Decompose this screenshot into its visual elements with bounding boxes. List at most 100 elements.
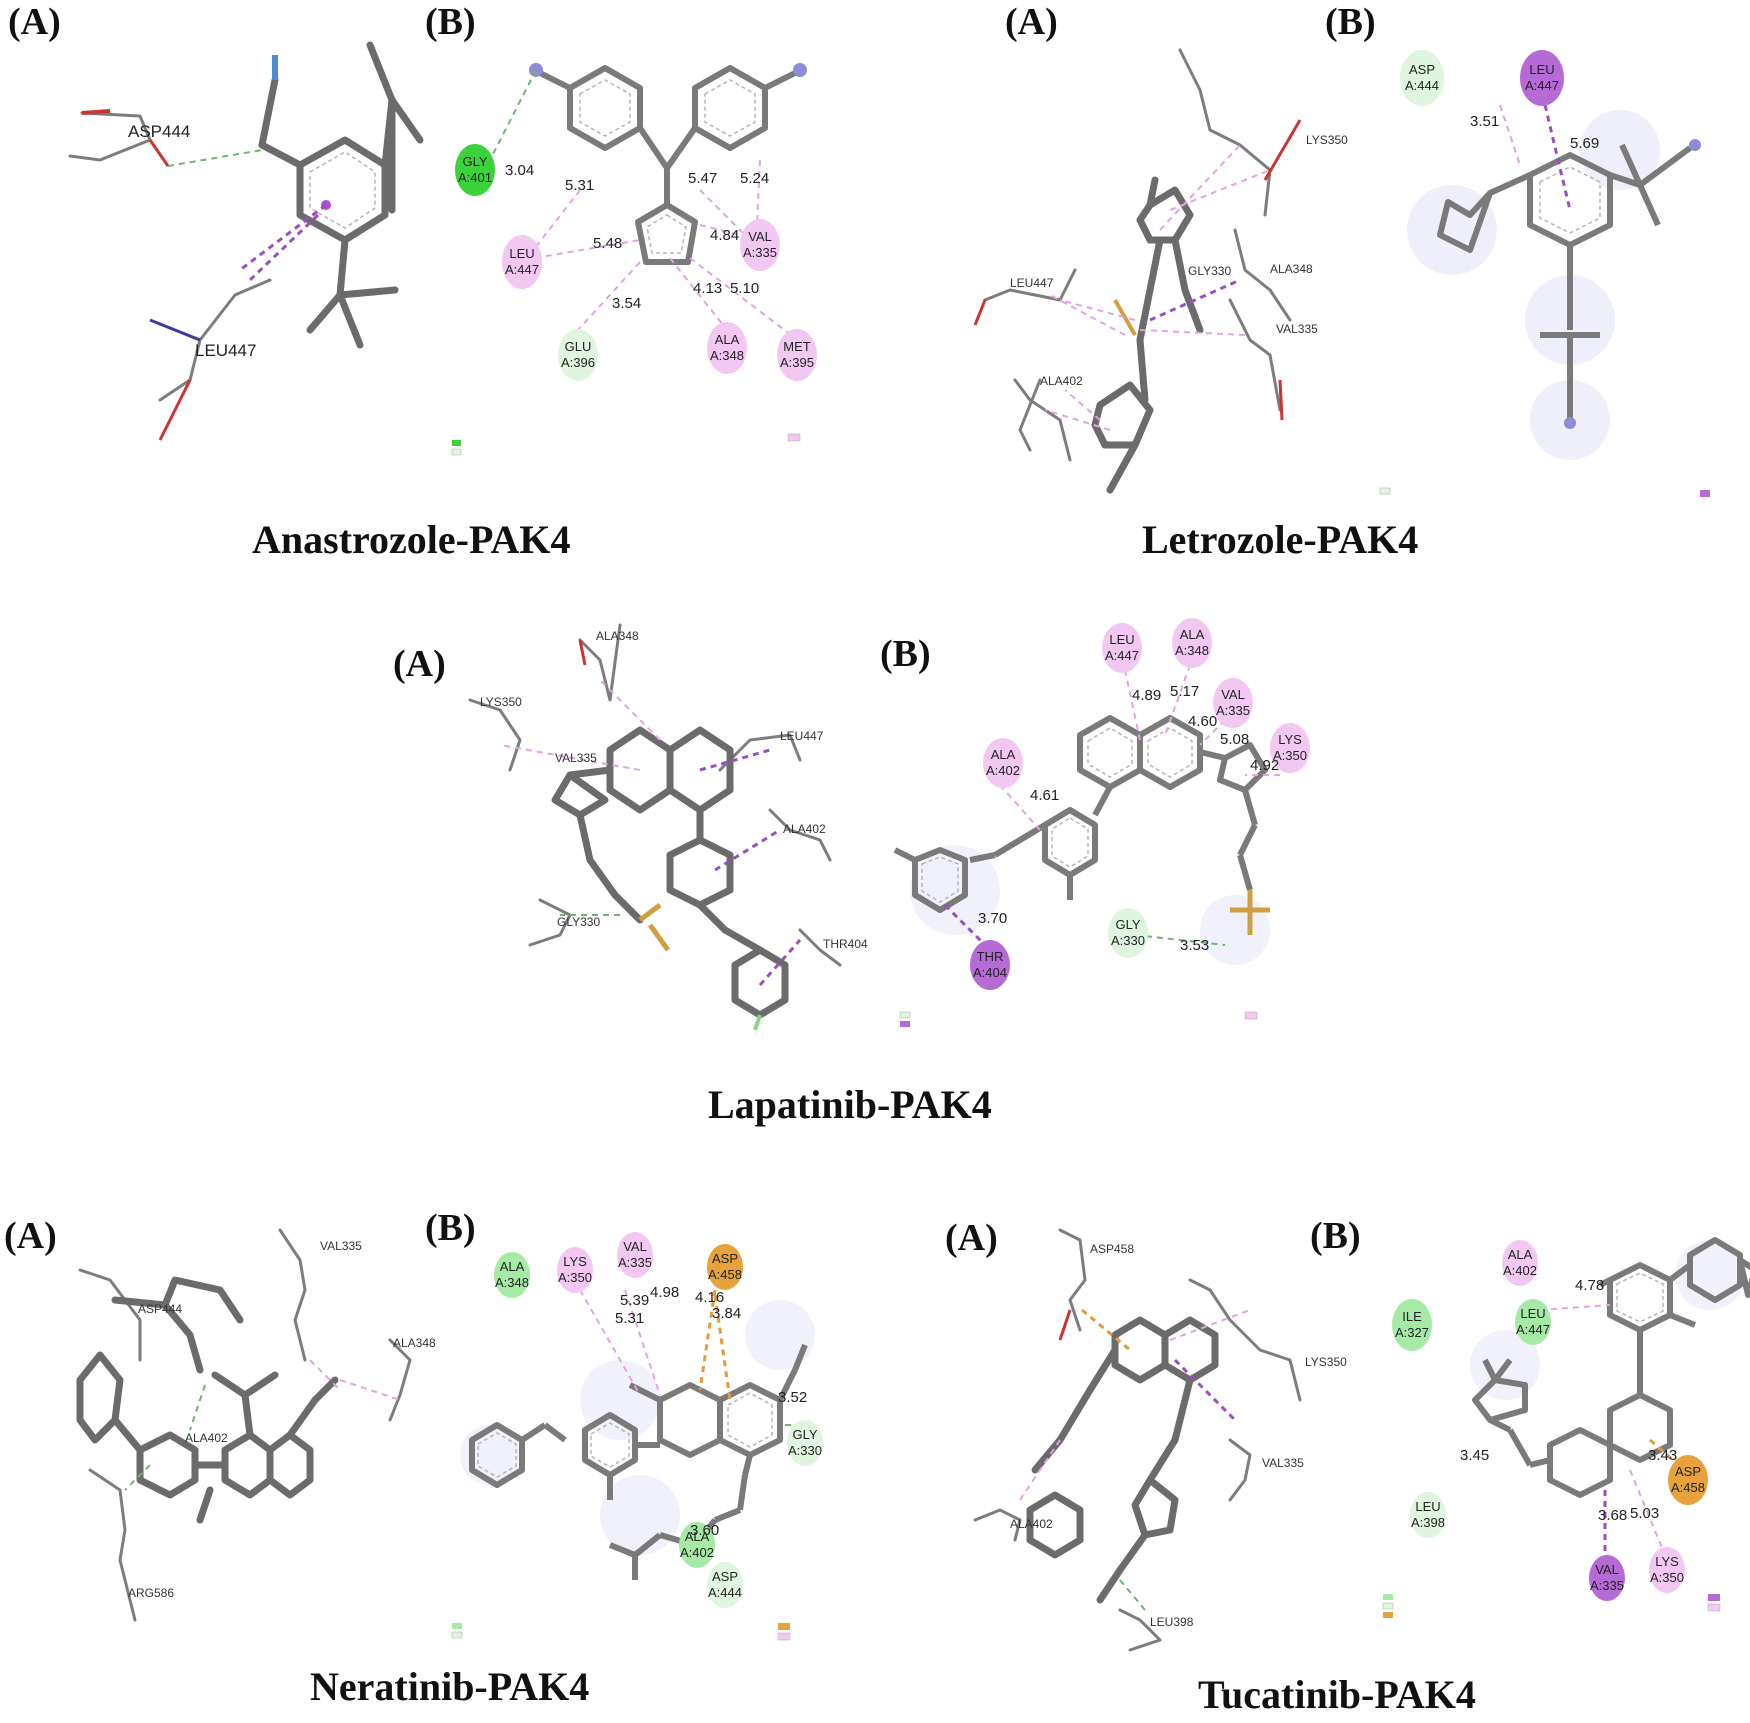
tucatinib-3d-label-asp458: ASP458 xyxy=(1090,1242,1134,1256)
lapatinib-3d-label-val335: VAL335 xyxy=(555,751,597,765)
svg-text:LYS: LYS xyxy=(563,1254,587,1269)
letrozole-panel-b-label: (B) xyxy=(1325,1,1376,43)
lapatinib-2d-disc-leu447: LEU A:447 xyxy=(1102,623,1142,673)
lapatinib-2d-disc-thr404: THR A:404 xyxy=(970,940,1010,990)
svg-text:MET: MET xyxy=(783,339,811,354)
svg-text:A:402: A:402 xyxy=(1503,1263,1537,1278)
svg-text:A:458: A:458 xyxy=(1671,1480,1705,1495)
anastrozole-2d-disc-glu396: GLU A:396 xyxy=(558,329,598,381)
letrozole-3d-label-ala402: ALA402 xyxy=(1040,374,1083,388)
svg-text:ASP: ASP xyxy=(712,1251,738,1266)
tucatinib-panel-b-label: (B) xyxy=(1310,1215,1361,1257)
svg-text:A:335: A:335 xyxy=(618,1255,652,1270)
neratinib-dist-4: 3.84 xyxy=(712,1305,741,1322)
lapatinib-2d-disc-gly330: GLY A:330 xyxy=(1108,908,1148,958)
letrozole-3d-label-leu447: LEU447 xyxy=(1010,276,1054,290)
svg-text:LEU: LEU xyxy=(1520,1306,1545,1321)
neratinib-3d-label-asp444: ASP444 xyxy=(138,1302,182,1316)
tucatinib-2d-disc-ile327: ILE A:327 xyxy=(1392,1299,1432,1351)
anastrozole-dist-5: 5.48 xyxy=(593,235,622,252)
lapatinib-3d-label-ala348: ALA348 xyxy=(596,629,639,643)
anastrozole-2d-disc-leu447: LEU A:447 xyxy=(502,235,542,289)
svg-text:A:404: A:404 xyxy=(973,965,1007,980)
svg-text:VAL: VAL xyxy=(748,229,772,244)
neratinib-2d-disc-ala402: ALA A:402 xyxy=(679,1522,715,1568)
caption-tucatinib: Tucatinib-PAK4 xyxy=(1198,1672,1476,1717)
lapatinib-dist-1: 4.89 xyxy=(1132,687,1161,704)
letrozole-dist-2: 5.69 xyxy=(1570,135,1599,152)
neratinib-2d-diagram xyxy=(460,1289,815,1580)
letrozole-2d-disc-asp444: ASP A:444 xyxy=(1400,50,1444,106)
svg-text:LEU: LEU xyxy=(1109,632,1134,647)
tucatinib-2d-disc-ala402: ALA A:402 xyxy=(1502,1240,1538,1286)
anastrozole-2d-disc-met395: MET A:395 xyxy=(777,329,817,381)
tucatinib-2d-disc-lys350: LYS A:350 xyxy=(1649,1547,1685,1593)
lapatinib-dist-2: 5.17 xyxy=(1170,683,1199,700)
lapatinib-2d-disc-ala402: ALA A:402 xyxy=(983,738,1023,788)
anastrozole-3d-label-asp444: ASP444 xyxy=(128,122,190,141)
tucatinib-dist-1: 4.78 xyxy=(1575,1277,1604,1294)
svg-text:ILE: ILE xyxy=(1402,1309,1422,1324)
lapatinib-3d-label-thr404: THR404 xyxy=(823,937,868,951)
svg-text:A:335: A:335 xyxy=(1216,703,1250,718)
svg-text:LYS: LYS xyxy=(1655,1554,1679,1569)
svg-text:ALA: ALA xyxy=(500,1259,525,1274)
neratinib-dist-7: 3.60 xyxy=(690,1522,719,1539)
tucatinib-2d-legend xyxy=(1382,1594,1721,1618)
neratinib-3d-view: VAL335 ASP444 ALA348 ALA402 ARG586 xyxy=(76,1228,436,1622)
lapatinib-dist-7: 3.70 xyxy=(978,910,1007,927)
svg-text:A:335: A:335 xyxy=(743,245,777,260)
neratinib-2d-disc-lys350: LYS A:350 xyxy=(557,1247,593,1293)
neratinib-2d-disc-ala348: ALA A:348 xyxy=(494,1252,530,1298)
svg-text:LEU: LEU xyxy=(509,246,534,261)
lapatinib-2d-diagram xyxy=(893,664,1280,965)
letrozole-2d-diagram xyxy=(1407,104,1701,460)
lapatinib-3d-label-lys350: LYS350 xyxy=(480,695,522,709)
lapatinib-panel-b-label: (B) xyxy=(880,633,931,675)
anastrozole-dist-2: 5.31 xyxy=(565,177,594,194)
neratinib-3d-label-ala402: ALA402 xyxy=(185,1431,228,1445)
tucatinib-dist-4: 3.68 xyxy=(1598,1507,1627,1524)
anastrozole-dist-1: 3.04 xyxy=(505,162,534,179)
anastrozole-2d-disc-ala348: ALA A:348 xyxy=(707,322,747,374)
letrozole-3d-label-ala348: ALA348 xyxy=(1270,262,1313,276)
caption-neratinib: Neratinib-PAK4 xyxy=(310,1664,589,1709)
svg-text:LEU: LEU xyxy=(1529,62,1554,77)
svg-text:A:444: A:444 xyxy=(1405,78,1439,93)
letrozole-3d-label-gly330: GLY330 xyxy=(1188,264,1231,278)
caption-letrozole: Letrozole-PAK4 xyxy=(1142,517,1418,562)
anastrozole-dist-4: 5.24 xyxy=(740,170,769,187)
neratinib-3d-label-val335: VAL335 xyxy=(320,1239,362,1253)
neratinib-2d-disc-asp444: ASP A:444 xyxy=(707,1562,743,1608)
svg-text:A:447: A:447 xyxy=(1105,648,1139,663)
svg-text:A:396: A:396 xyxy=(561,355,595,370)
svg-text:LYS: LYS xyxy=(1278,732,1302,747)
svg-text:A:447: A:447 xyxy=(505,262,539,277)
tucatinib-2d-disc-leu447: LEU A:447 xyxy=(1515,1299,1551,1345)
neratinib-3d-label-arg586: ARG586 xyxy=(128,1586,174,1600)
anastrozole-panel-a-label: (A) xyxy=(8,1,61,43)
tucatinib-3d-label-leu398: LEU398 xyxy=(1150,1615,1194,1629)
anastrozole-2d-diagram xyxy=(489,63,807,339)
letrozole-3d-label-lys350: LYS350 xyxy=(1306,133,1348,147)
lapatinib-dist-4: 5.08 xyxy=(1220,731,1249,748)
lapatinib-2d-disc-val335: VAL A:335 xyxy=(1213,678,1253,728)
tucatinib-dist-2: 3.45 xyxy=(1460,1447,1489,1464)
neratinib-dist-2: 4.98 xyxy=(650,1284,679,1301)
lapatinib-3d-label-ala402: ALA402 xyxy=(783,822,826,836)
anastrozole-2d-disc-gly401: GLY A:401 xyxy=(455,144,495,196)
lapatinib-2d-disc-lys350: LYS A:350 xyxy=(1270,723,1310,773)
lapatinib-dist-6: 4.61 xyxy=(1030,787,1059,804)
anastrozole-panel-b-label: (B) xyxy=(425,1,476,43)
letrozole-3d-label-val335: VAL335 xyxy=(1276,322,1318,336)
svg-text:A:350: A:350 xyxy=(1650,1570,1684,1585)
lapatinib-2d-legend xyxy=(899,1011,1258,1027)
letrozole-2d-disc-leu447: LEU A:447 xyxy=(1520,50,1564,106)
letrozole-panel-a-label: (A) xyxy=(1005,1,1058,43)
neratinib-panel-b-label: (B) xyxy=(425,1207,476,1249)
caption-anastrozole: Anastrozole-PAK4 xyxy=(252,517,570,562)
svg-text:A:327: A:327 xyxy=(1395,1325,1429,1340)
lapatinib-3d-view: ALA348 LYS350 VAL335 LEU447 ALA402 GLY33… xyxy=(468,623,868,1031)
svg-text:GLY: GLY xyxy=(792,1427,817,1442)
